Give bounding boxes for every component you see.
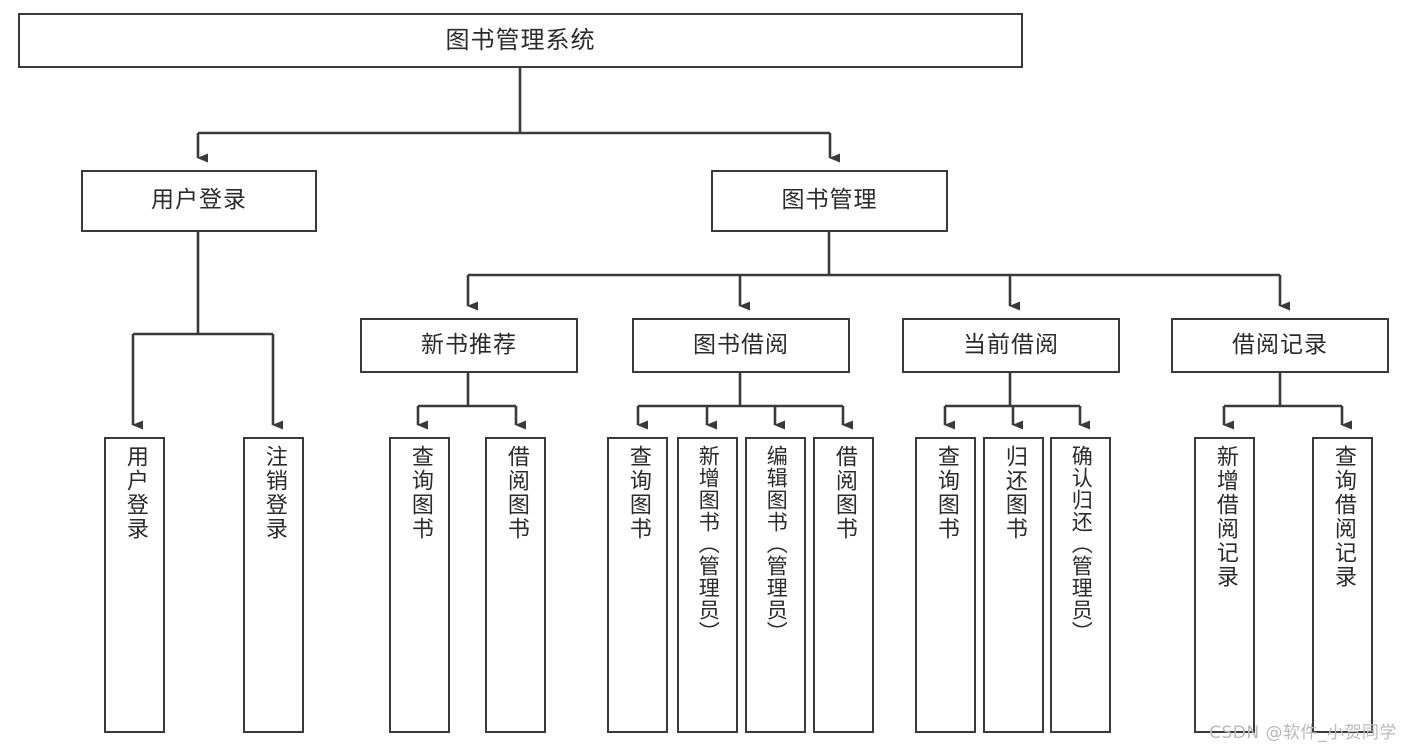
node-label: 确认归还（管理员）: [1069, 445, 1094, 643]
node-label: 新书推荐: [421, 331, 517, 358]
node-label: 编辑图书（管理员）: [764, 445, 789, 643]
node-leaf-query-book-3[interactable]: 查询图书: [915, 437, 976, 733]
node-user-login[interactable]: 用户登录: [81, 170, 317, 232]
node-book-manage[interactable]: 图书管理: [711, 170, 948, 232]
node-leaf-user-logout[interactable]: 注销登录: [243, 437, 304, 733]
node-leaf-confirm-return[interactable]: 确认归还（管理员）: [1050, 437, 1111, 733]
node-leaf-user-login[interactable]: 用户登录: [104, 437, 165, 733]
node-label: 图书管理系统: [445, 26, 596, 55]
node-root-system[interactable]: 图书管理系统: [18, 13, 1023, 68]
node-label: 查询图书: [933, 445, 959, 541]
node-label: 新增借阅记录: [1212, 445, 1238, 589]
node-label: 注销登录: [261, 445, 287, 541]
node-label: 当前借阅: [963, 331, 1059, 358]
node-new-book-recommend[interactable]: 新书推荐: [360, 318, 578, 373]
node-leaf-query-book-2[interactable]: 查询图书: [607, 437, 668, 733]
node-label: 用户登录: [122, 445, 148, 541]
node-book-borrow[interactable]: 图书借阅: [632, 318, 850, 373]
node-label: 新增图书（管理员）: [696, 445, 721, 643]
node-leaf-query-record[interactable]: 查询借阅记录: [1312, 437, 1373, 733]
node-label: 借阅图书: [503, 445, 529, 541]
node-label: 用户登录: [151, 187, 247, 214]
node-leaf-borrow-book-1[interactable]: 借阅图书: [485, 437, 546, 733]
node-leaf-edit-book[interactable]: 编辑图书（管理员）: [745, 437, 806, 733]
csdn-watermark: CSDN @软件_小贺同学: [1209, 723, 1397, 743]
node-label: 归还图书: [1001, 445, 1027, 541]
node-current-borrow[interactable]: 当前借阅: [902, 318, 1120, 373]
node-leaf-borrow-book-2[interactable]: 借阅图书: [813, 437, 874, 733]
node-label: 图书借阅: [693, 331, 789, 358]
node-label: 借阅记录: [1232, 331, 1328, 358]
node-label: 查询图书: [625, 445, 651, 541]
node-leaf-add-record[interactable]: 新增借阅记录: [1194, 437, 1255, 733]
node-leaf-query-book-1[interactable]: 查询图书: [389, 437, 450, 733]
node-leaf-add-book[interactable]: 新增图书（管理员）: [677, 437, 738, 733]
node-label: 查询借阅记录: [1330, 445, 1356, 589]
node-borrow-record[interactable]: 借阅记录: [1171, 318, 1389, 373]
node-leaf-return-book[interactable]: 归还图书: [983, 437, 1044, 733]
node-label: 借阅图书: [831, 445, 857, 541]
node-label: 查询图书: [407, 445, 433, 541]
node-label: 图书管理: [781, 187, 878, 214]
